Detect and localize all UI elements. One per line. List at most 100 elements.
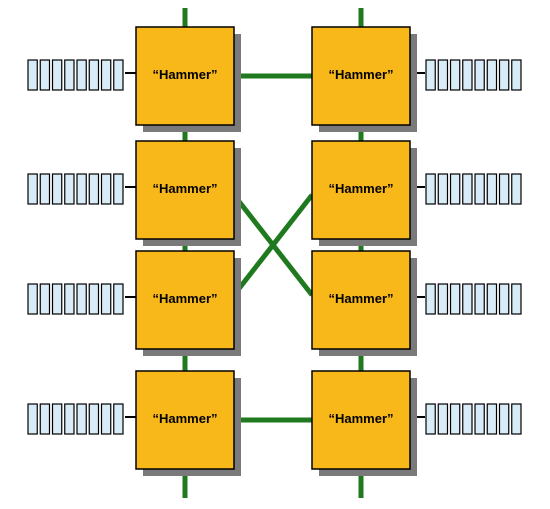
dimm-module — [113, 403, 124, 435]
dimm-module — [511, 283, 522, 315]
dimm-module — [449, 173, 461, 205]
node-label: “Hammer” — [152, 291, 217, 306]
node-box — [135, 370, 235, 470]
node-box — [135, 26, 235, 126]
dimm-module — [425, 403, 436, 435]
node-label: “Hammer” — [328, 411, 393, 426]
dimm-module — [64, 173, 75, 205]
dimm-module — [486, 59, 498, 91]
dimm-module — [88, 403, 100, 435]
dimm-module — [437, 283, 449, 315]
hammer-node-2: “Hammer” — [311, 26, 417, 132]
dimm-module — [39, 59, 51, 91]
node-label: “Hammer” — [152, 181, 217, 196]
hammer-node-4: “Hammer” — [311, 140, 417, 246]
dimm-module — [462, 59, 473, 91]
dimm-module — [498, 283, 510, 315]
dimm-module — [51, 173, 63, 205]
node-label: “Hammer” — [328, 291, 393, 306]
node-box — [135, 140, 235, 240]
dimm-module — [113, 283, 124, 315]
dimm-module — [51, 283, 63, 315]
dimm-module — [88, 173, 100, 205]
dimm-module — [88, 59, 100, 91]
dimm-module — [64, 283, 75, 315]
link-n4-n5 — [232, 193, 314, 297]
dimm-module — [64, 403, 75, 435]
dimm-module — [437, 59, 449, 91]
node-box — [311, 26, 411, 126]
node-box — [311, 140, 411, 240]
dimm-module — [449, 59, 461, 91]
node-box — [311, 370, 411, 470]
hammer-node-6: “Hammer” — [311, 250, 417, 356]
hammer-node-7: “Hammer” — [135, 370, 241, 476]
dimm-module — [511, 59, 522, 91]
memory-bank-n6 — [410, 283, 522, 315]
memory-bank-n2 — [410, 59, 522, 91]
dimm-module — [498, 173, 510, 205]
dimm-module — [425, 173, 436, 205]
dimm-module — [449, 403, 461, 435]
node-label: “Hammer” — [152, 67, 217, 82]
dimm-module — [511, 173, 522, 205]
dimm-module — [474, 173, 485, 205]
dimm-module — [100, 173, 112, 205]
memory-bank-n8 — [410, 403, 522, 435]
dimm-module — [425, 59, 436, 91]
dimm-module — [51, 403, 63, 435]
dimm-module — [511, 403, 522, 435]
dimm-module — [486, 173, 498, 205]
dimm-module — [100, 59, 112, 91]
dimm-module — [113, 173, 124, 205]
dimm-module — [486, 283, 498, 315]
dimm-module — [437, 403, 449, 435]
dimm-module — [113, 59, 124, 91]
memory-bank-n1 — [27, 59, 136, 91]
dimm-module — [76, 59, 87, 91]
hammer-node-5: “Hammer” — [135, 250, 241, 356]
nodes-layer: “Hammer” “Hammer” “Hammer” “Hammer” “Hammer”… — [135, 26, 417, 476]
memory-banks-layer — [27, 59, 522, 435]
dimm-module — [27, 173, 38, 205]
memory-bank-n3 — [27, 173, 136, 205]
dimm-module — [76, 173, 87, 205]
dimm-module — [498, 403, 510, 435]
dimm-module — [100, 283, 112, 315]
dimm-module — [64, 59, 75, 91]
dimm-module — [76, 283, 87, 315]
hammer-node-8: “Hammer” — [311, 370, 417, 476]
dimm-module — [27, 283, 38, 315]
dimm-module — [462, 283, 473, 315]
dimm-module — [88, 283, 100, 315]
node-label: “Hammer” — [328, 181, 393, 196]
dimm-module — [462, 173, 473, 205]
dimm-module — [39, 173, 51, 205]
node-box — [311, 250, 411, 350]
dimm-module — [437, 173, 449, 205]
dimm-module — [474, 403, 485, 435]
dimm-module — [39, 403, 51, 435]
dimm-module — [498, 59, 510, 91]
dimm-module — [474, 59, 485, 91]
dimm-module — [76, 403, 87, 435]
hammer-node-1: “Hammer” — [135, 26, 241, 132]
dimm-module — [486, 403, 498, 435]
dimm-module — [462, 403, 473, 435]
node-box — [135, 250, 235, 350]
dimm-module — [449, 283, 461, 315]
dimm-module — [39, 283, 51, 315]
dimm-module — [100, 403, 112, 435]
memory-bank-n7 — [27, 403, 136, 435]
memory-bank-n4 — [410, 173, 522, 205]
dimm-module — [27, 59, 38, 91]
node-label: “Hammer” — [152, 411, 217, 426]
dimm-module — [51, 59, 63, 91]
dimm-module — [474, 283, 485, 315]
node-label: “Hammer” — [328, 67, 393, 82]
memory-bank-n5 — [27, 283, 136, 315]
dimm-module — [425, 283, 436, 315]
hammer-node-3: “Hammer” — [135, 140, 241, 246]
dimm-module — [27, 403, 38, 435]
